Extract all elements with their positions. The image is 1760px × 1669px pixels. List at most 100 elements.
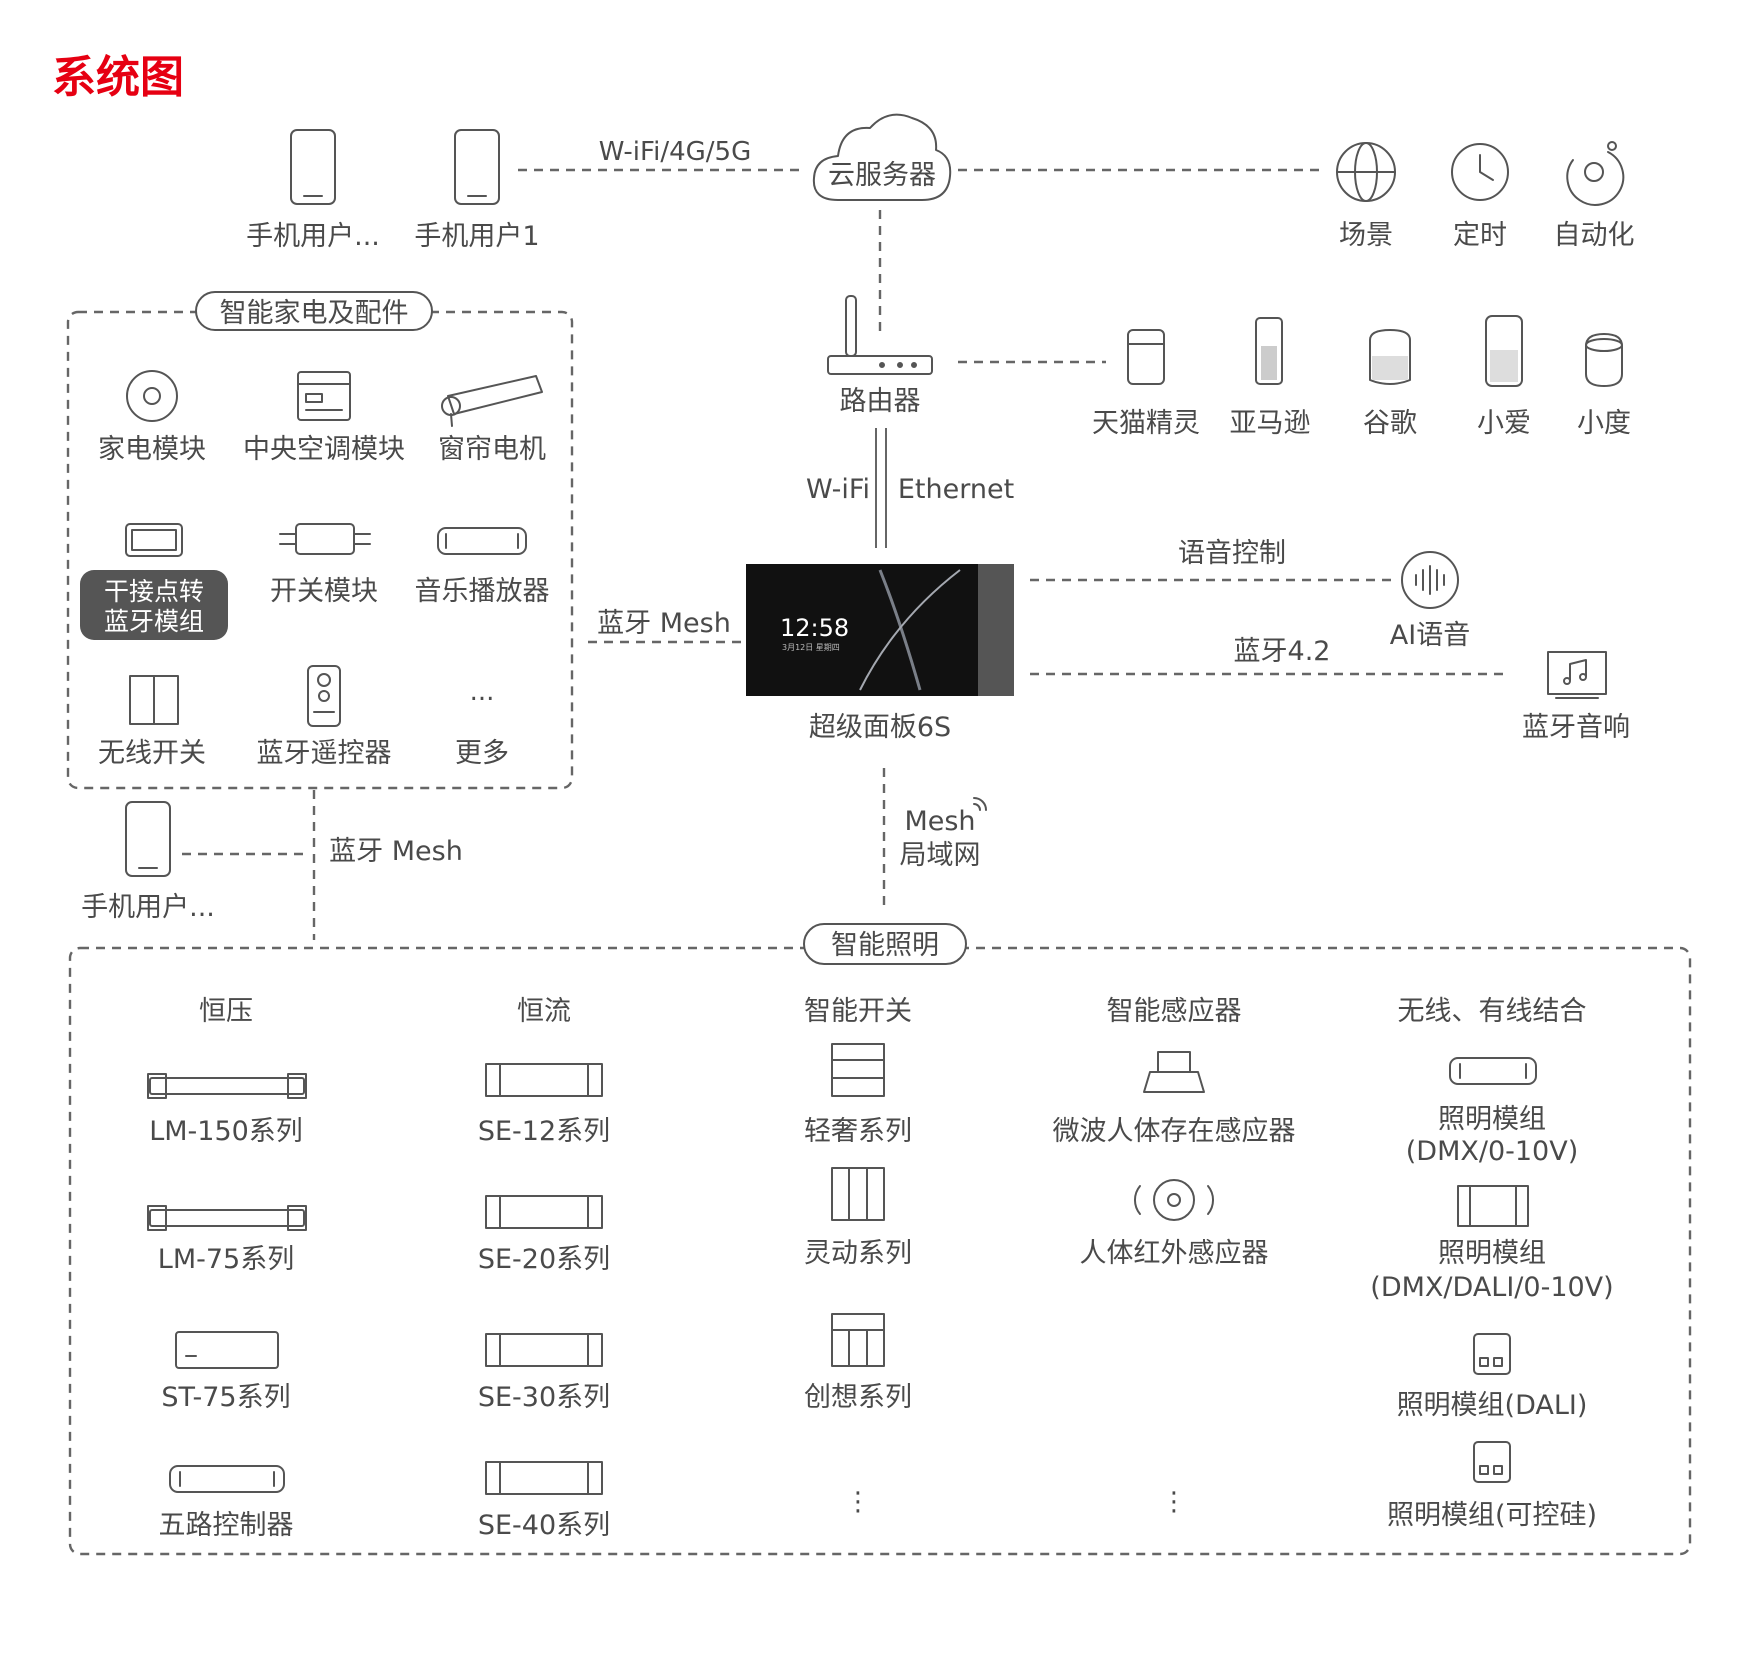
appliance-item-label: 蓝牙模组 — [104, 607, 204, 636]
se12-driver-icon — [485, 1063, 603, 1097]
ac-module-icon — [297, 371, 351, 421]
five-channel-controller-icon — [169, 1465, 285, 1493]
lighting-item-label: 五路控制器 — [159, 1510, 294, 1541]
phone-icon — [454, 129, 500, 205]
lighting-item-label: (DMX/0-10V) — [1406, 1136, 1579, 1167]
lm150-driver-icon — [147, 1073, 307, 1099]
ellipsis-icon: ⋮ — [845, 1487, 871, 1517]
lighting-group-title-pill — [803, 923, 967, 965]
bt-speaker-label: 蓝牙音响 — [1522, 712, 1630, 743]
panel-time: 12:58 — [780, 614, 849, 642]
st75-driver-icon — [175, 1331, 279, 1369]
lighting-item-label: 照明模组(DALI) — [1397, 1390, 1588, 1421]
lighting-module-dmx-icon — [1449, 1057, 1537, 1085]
se40-driver-icon — [485, 1461, 603, 1495]
phone-user-label: 手机用户... — [246, 221, 380, 252]
appliance-item-label: 音乐播放器 — [415, 576, 550, 607]
google-home-icon — [1369, 329, 1411, 385]
appliance-item-label: 蓝牙遥控器 — [257, 738, 392, 769]
tmall-genie-icon — [1127, 329, 1165, 385]
lighting-column-header: 无线、有线结合 — [1398, 996, 1587, 1027]
timer-label: 定时 — [1453, 220, 1507, 251]
cloud-server-label: 云服务器 — [828, 160, 936, 191]
voice-assistant-label: 小爱 — [1477, 408, 1531, 439]
lighting-group-title: 智能照明 — [831, 930, 939, 961]
appliance-item-label: 干接点转 — [104, 577, 204, 606]
dry-contact-highlight — [80, 570, 228, 640]
lighting-column-header: 恒压 — [199, 996, 253, 1027]
scene-label: 场景 — [1339, 220, 1393, 251]
appliance-module-icon — [126, 370, 178, 422]
xiaodu-icon — [1585, 333, 1623, 387]
appliance-item-label: 窗帘电机 — [438, 434, 546, 465]
ellipsis-icon: ⋮ — [1161, 1487, 1187, 1517]
lighting-column-header: 智能开关 — [804, 996, 912, 1027]
appliances-group-title: 智能家电及配件 — [220, 298, 409, 329]
lighting-item-label: 微波人体存在感应器 — [1053, 1116, 1296, 1147]
bt-speaker-icon — [1547, 651, 1607, 699]
lighting-item-label: 轻奢系列 — [804, 1116, 912, 1147]
lighting-item-label: ST-75系列 — [161, 1382, 290, 1413]
bt-42-label: 蓝牙4.2 — [1234, 636, 1331, 667]
lighting-item-label: (DMX/DALI/0-10V) — [1370, 1272, 1613, 1303]
automation-label: 自动化 — [1554, 220, 1635, 251]
lighting-module-dali-icon — [1473, 1333, 1511, 1375]
router-label: 路由器 — [840, 386, 921, 417]
lighting-item-label: 创想系列 — [804, 1382, 912, 1413]
appliance-item-label: 家电模块 — [98, 434, 206, 465]
panel-label: 超级面板6S — [809, 712, 951, 743]
luxury-switch-icon — [831, 1043, 885, 1097]
wifi-link-label: W-iFi/4G/5G — [599, 137, 751, 167]
router-wifi-label: W-iFi — [806, 474, 870, 505]
se30-driver-icon — [485, 1333, 603, 1367]
bt-mesh-bottom-label: 蓝牙 Mesh — [329, 836, 463, 867]
globe-icon — [1336, 142, 1396, 202]
music-player-icon — [437, 527, 527, 555]
dry-contact-module-icon — [125, 523, 183, 557]
xiaoai-icon — [1485, 315, 1523, 387]
wireless-switch-icon — [129, 675, 179, 725]
microwave-sensor-icon — [1143, 1051, 1205, 1093]
curtain-motor-icon — [441, 375, 543, 427]
lighting-item-label: 照明模组 — [1438, 1104, 1546, 1135]
phone-user-label: 手机用户1 — [414, 221, 539, 252]
more-icon: ... — [470, 677, 495, 707]
lighting-item-label: SE-20系列 — [478, 1244, 610, 1275]
lighting-item-label: 灵动系列 — [804, 1238, 912, 1269]
appliance-item-label: 中央空调模块 — [243, 434, 405, 465]
appliance-item-label: 无线开关 — [98, 738, 206, 769]
creative-switch-icon — [831, 1313, 885, 1367]
lan-label: 局域网 — [900, 840, 981, 871]
lighting-module-triac-icon — [1473, 1441, 1511, 1483]
lighting-item-label: SE-12系列 — [478, 1116, 610, 1147]
lighting-item-label: SE-30系列 — [478, 1382, 610, 1413]
voice-control-label: 语音控制 — [1178, 538, 1286, 569]
switch-module-icon — [279, 523, 371, 555]
phone-user-label: 手机用户... — [81, 892, 215, 923]
lighting-column-header: 智能感应器 — [1107, 996, 1242, 1027]
ai-voice-icon — [1401, 551, 1459, 609]
phone-icon — [290, 129, 336, 205]
super-panel-device — [746, 564, 1014, 696]
lighting-item-label: LM-75系列 — [158, 1244, 294, 1275]
lm75-driver-icon — [147, 1205, 307, 1231]
dynamic-switch-icon — [831, 1167, 885, 1221]
panel-date: 3月12日 星期四 — [782, 643, 840, 652]
page-title: 系统图 — [52, 52, 184, 103]
lighting-module-dali-dmx-icon — [1457, 1185, 1529, 1227]
cloud-icon — [812, 113, 952, 201]
voice-assistant-label: 天猫精灵 — [1092, 408, 1200, 439]
bt-mesh-left-label: 蓝牙 Mesh — [597, 608, 731, 639]
lighting-item-label: 照明模组(可控硅) — [1387, 1500, 1597, 1531]
automation-icon — [1566, 141, 1625, 206]
voice-assistant-label: 小度 — [1577, 408, 1631, 439]
phone-icon — [125, 801, 171, 877]
bt-remote-icon — [307, 665, 341, 727]
lighting-item-label: SE-40系列 — [478, 1510, 610, 1541]
appliance-item-label: 开关模块 — [270, 576, 378, 607]
lighting-column-header: 恒流 — [517, 996, 571, 1027]
router-ethernet-label: Ethernet — [898, 474, 1014, 505]
appliances-group-title-pill — [195, 291, 433, 331]
ai-voice-label: AI语音 — [1390, 620, 1470, 651]
se20-driver-icon — [485, 1195, 603, 1229]
